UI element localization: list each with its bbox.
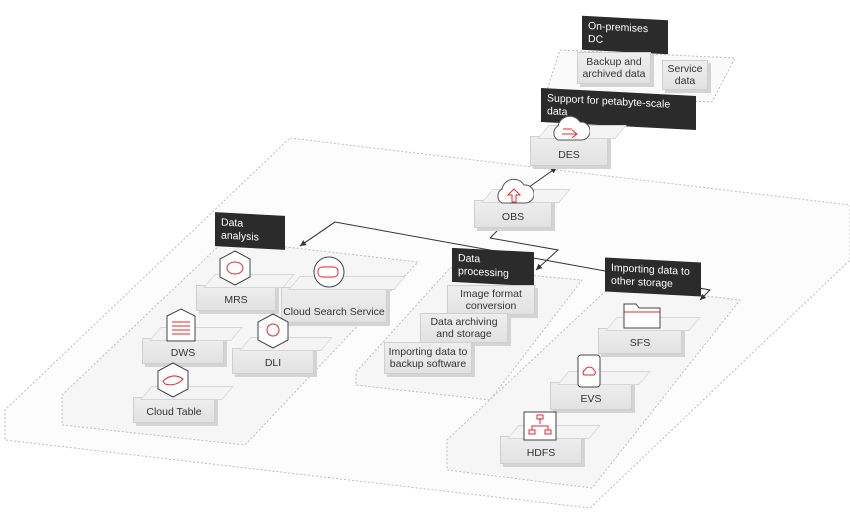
sfs-node[interactable]: SFS bbox=[598, 317, 701, 354]
dli-node[interactable]: DLI bbox=[232, 337, 333, 374]
disk-cloud-icon bbox=[577, 354, 601, 388]
storage-title: Importing data to other storage bbox=[605, 257, 701, 297]
processing-item-backup: Importing data to backup software bbox=[384, 342, 472, 374]
document-lines-icon bbox=[166, 308, 196, 342]
evs-label: EVS bbox=[580, 393, 602, 405]
cloud-upload-icon bbox=[497, 178, 534, 204]
processing-title: Data processing bbox=[452, 247, 534, 287]
onprem-title: On-premises DC bbox=[582, 15, 668, 55]
cloud-search-service-label: Cloud Search Service bbox=[283, 306, 385, 318]
whale-icon bbox=[157, 362, 189, 398]
obs-label: OBS bbox=[501, 211, 525, 223]
cloud-table-label: Cloud Table bbox=[146, 406, 202, 418]
folder-icon bbox=[623, 303, 661, 329]
elephant-icon bbox=[219, 250, 251, 286]
onprem-item-service: Service data bbox=[662, 60, 708, 90]
processing-item-image: Image format conversion bbox=[447, 285, 535, 315]
branch-to-processing bbox=[489, 237, 560, 271]
sfs-label: SFS bbox=[629, 337, 651, 349]
cloud-transfer-icon bbox=[553, 115, 590, 141]
hierarchy-icon bbox=[523, 411, 557, 441]
analysis-title: Data analysis bbox=[215, 212, 285, 250]
hdfs-node[interactable]: HDFS bbox=[500, 425, 601, 464]
cloud-table-node[interactable]: Cloud Table bbox=[133, 386, 234, 423]
obs-branch bbox=[489, 227, 501, 239]
cloud-search-icon bbox=[257, 313, 289, 349]
cloud-search-service-node[interactable]: Cloud Search Service bbox=[281, 276, 406, 323]
processing-item-archiving: Data archiving and storage bbox=[420, 313, 508, 343]
mrs-label: MRS bbox=[224, 294, 248, 306]
search-service-icon bbox=[313, 256, 345, 288]
dws-label: DWS bbox=[170, 347, 196, 359]
mrs-node[interactable]: MRS bbox=[196, 274, 295, 311]
des-node[interactable]: DES bbox=[530, 125, 627, 166]
dli-label: DLI bbox=[264, 357, 282, 369]
des-label: DES bbox=[558, 149, 580, 161]
onprem-item-backup: Backup and archived data bbox=[577, 52, 651, 84]
hdfs-label: HDFS bbox=[526, 447, 556, 459]
